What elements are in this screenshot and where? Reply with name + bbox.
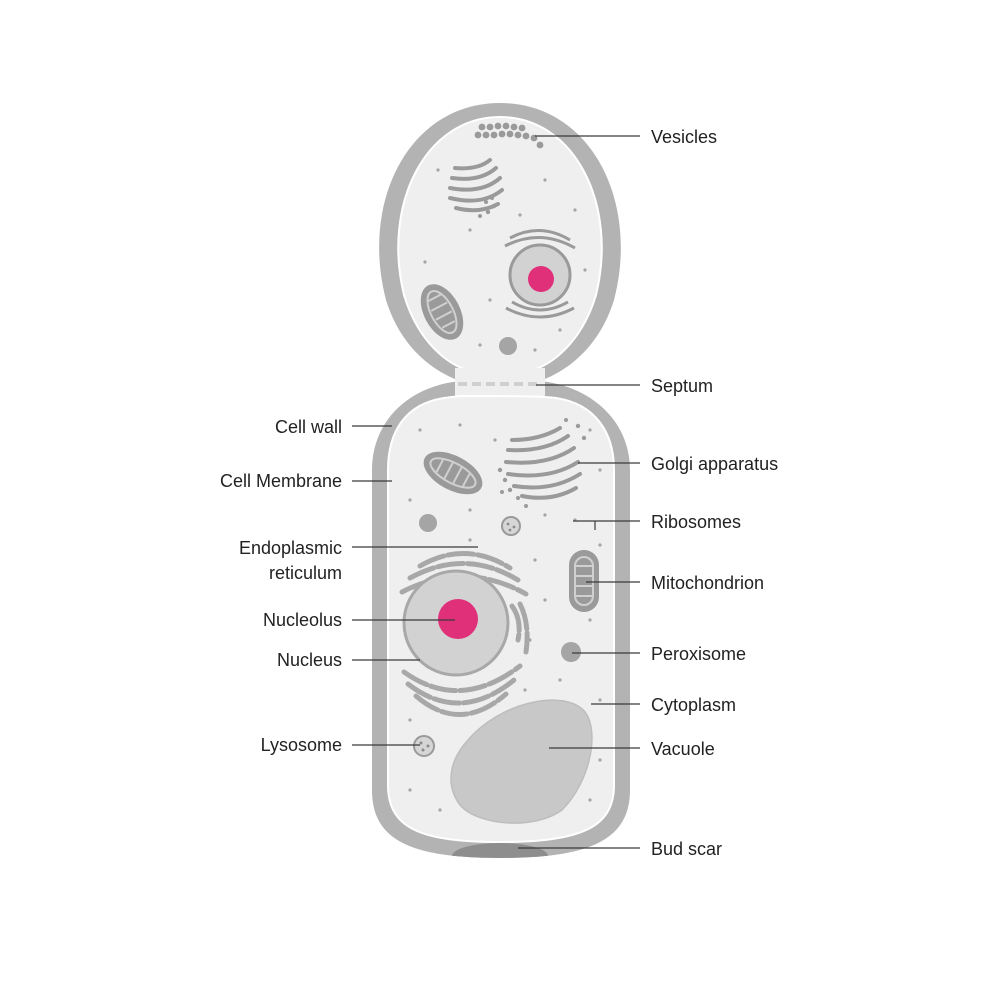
golgi-apparatus [504,426,582,500]
label-peroxisome: Peroxisome [651,644,746,664]
label-bud-scar: Bud scar [651,839,722,859]
small-vesicle [419,514,437,532]
nucleolus [438,599,478,639]
label-septum: Septum [651,376,713,396]
mitochondrion-bud [420,284,464,340]
label-er-line1: Endoplasmic [239,538,342,558]
nucleolus-bud [528,266,554,292]
nucleus-bud [504,228,576,319]
label-nucleolus: Nucleolus [263,610,342,630]
label-vesicles: Vesicles [651,127,717,147]
label-cell-wall: Cell wall [275,417,342,437]
bud-scar [452,843,548,858]
nucleus [402,569,510,677]
label-er-line2: reticulum [269,563,342,583]
vesicles [474,122,544,149]
leader-lines [352,135,640,849]
peroxisome [561,642,581,662]
endoplasmic-reticulum [399,551,530,717]
lysosome-upper [501,516,521,536]
label-vacuole: Vacuole [651,739,715,759]
label-cell-membrane: Cell Membrane [220,471,342,491]
label-lysosome: Lysosome [261,735,342,755]
peroxisome-bud [499,337,517,355]
label-golgi: Golgi apparatus [651,454,778,474]
label-cytoplasm: Cytoplasm [651,695,736,715]
golgi-bud-vesicles [478,196,497,218]
vacuole [450,699,593,824]
mitochondrion [569,550,599,612]
label-nucleus: Nucleus [277,650,342,670]
golgi-vesicles [497,418,587,508]
label-mitochondrion: Mitochondrion [651,573,764,593]
mitochondrion-upper [423,451,483,495]
lysosome [413,735,435,757]
label-ribosomes: Ribosomes [651,512,741,532]
